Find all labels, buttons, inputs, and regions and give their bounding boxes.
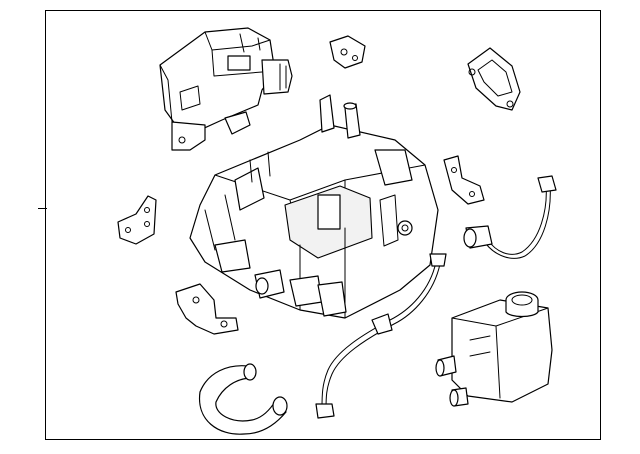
power-electronics-unit-icon — [189, 94, 439, 319]
l-bracket-icon — [443, 155, 485, 205]
coolant-reservoir-icon — [435, 291, 553, 407]
cable-lower-icon — [315, 253, 447, 419]
gasket-icon — [467, 47, 521, 111]
mounting-bracket-left-icon — [117, 195, 157, 245]
cable-right-icon — [463, 175, 557, 259]
coolant-hose-icon — [198, 363, 288, 435]
control-module-bracket-icon — [159, 27, 293, 151]
small-bracket-icon — [329, 35, 366, 69]
leader-line — [38, 208, 47, 209]
mounting-bracket-lower-icon — [175, 283, 239, 335]
